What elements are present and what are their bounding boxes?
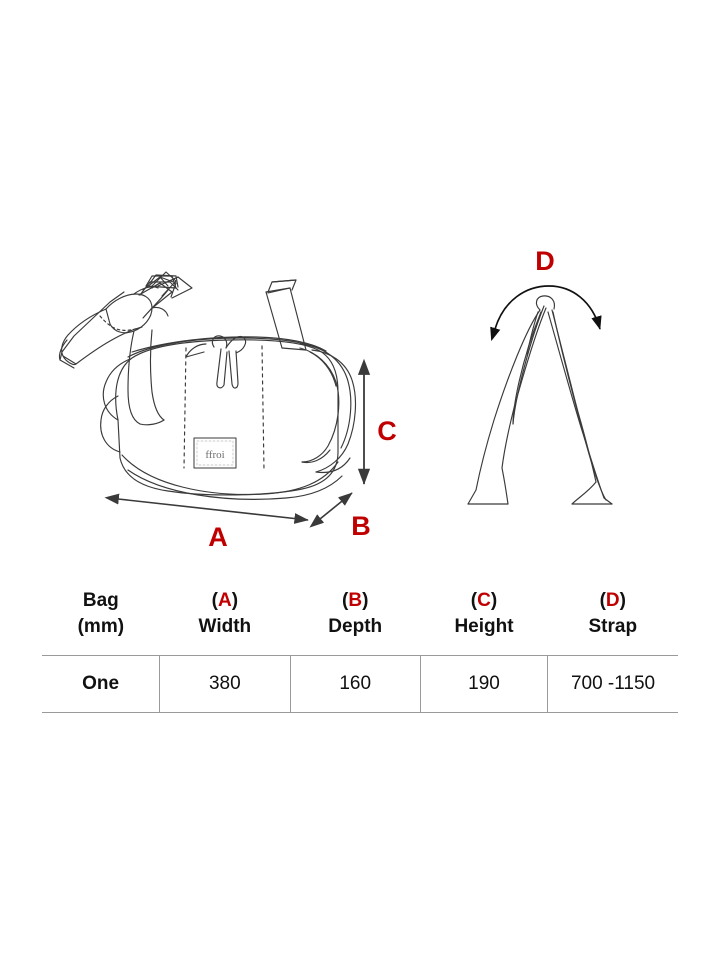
column-header-size-line2: (mm): [77, 615, 125, 637]
table-header-row: Bag (mm) (A) Width (B) Depth (C) Height: [42, 588, 678, 656]
marker-letter-b: B: [348, 590, 363, 611]
column-header-width: (A) Width: [160, 588, 290, 656]
paren-open: (: [470, 590, 478, 611]
bag-left-strap: [61, 282, 173, 426]
specification-table: Bag (mm) (A) Width (B) Depth (C) Height: [42, 588, 678, 713]
cell-size: One: [82, 673, 120, 695]
cell-depth: 160: [289, 655, 421, 713]
dimension-label-c: C: [377, 416, 397, 446]
paren-close: ): [362, 590, 369, 611]
brand-label-patch: [193, 437, 237, 469]
paren-open: (: [211, 590, 218, 611]
column-header-strap-code: (D): [548, 588, 678, 614]
table-row: One 380 160 190 700 -1150: [42, 655, 678, 713]
column-header-size: Bag (mm): [42, 588, 160, 656]
cell-height: 190: [419, 655, 548, 713]
bag-right-strap: [265, 287, 340, 464]
column-header-width-code: (A): [160, 588, 290, 614]
bag-line-drawing: [58, 271, 357, 500]
dimension-illustration: ffroi A B C: [58, 246, 613, 552]
bag-left-strap-upper: [142, 276, 177, 298]
marker-letter-a: A: [217, 590, 232, 611]
paren-open: (: [599, 590, 606, 611]
cell-strap: 700 -1150: [547, 655, 678, 713]
dimension-label-b: B: [351, 511, 371, 541]
column-header-depth-name: Depth: [328, 615, 383, 637]
column-header-strap: (D) Strap: [548, 588, 678, 656]
table-header: Bag (mm) (A) Width (B) Depth (C) Height: [42, 588, 678, 656]
paren-close: ): [490, 590, 498, 611]
marker-letter-d: D: [605, 590, 620, 611]
dimensions-table: Bag (mm) (A) Width (B) Depth (C) Height: [42, 588, 678, 713]
column-header-strap-name: Strap: [588, 615, 638, 637]
column-header-height-code: (C): [420, 588, 547, 614]
column-header-depth: (B) Depth: [290, 588, 420, 656]
brand-label-text: ffroi: [205, 449, 224, 461]
dimension-label-d: D: [535, 246, 555, 276]
depth-dimension-arrow: [309, 492, 353, 528]
cell-width: 380: [159, 655, 291, 713]
bag-bow-knot: [185, 335, 247, 389]
dimension-label-a: A: [208, 522, 228, 552]
column-header-depth-code: (B): [290, 588, 420, 614]
column-header-height: (C) Height: [420, 588, 547, 656]
paren-close: ): [619, 590, 626, 611]
column-header-height-name: Height: [454, 615, 514, 637]
marker-letter-c: C: [477, 590, 491, 611]
strap-arc-arrow: [490, 285, 602, 342]
table-body: One 380 160 190 700 -1150: [42, 655, 678, 713]
paren-open: (: [342, 590, 349, 611]
width-dimension-arrow: [104, 493, 309, 524]
paren-close: ): [231, 590, 239, 611]
strap-line-drawing: [467, 295, 613, 505]
column-header-width-name: Width: [198, 615, 252, 637]
column-header-size-line1: Bag: [82, 590, 119, 611]
